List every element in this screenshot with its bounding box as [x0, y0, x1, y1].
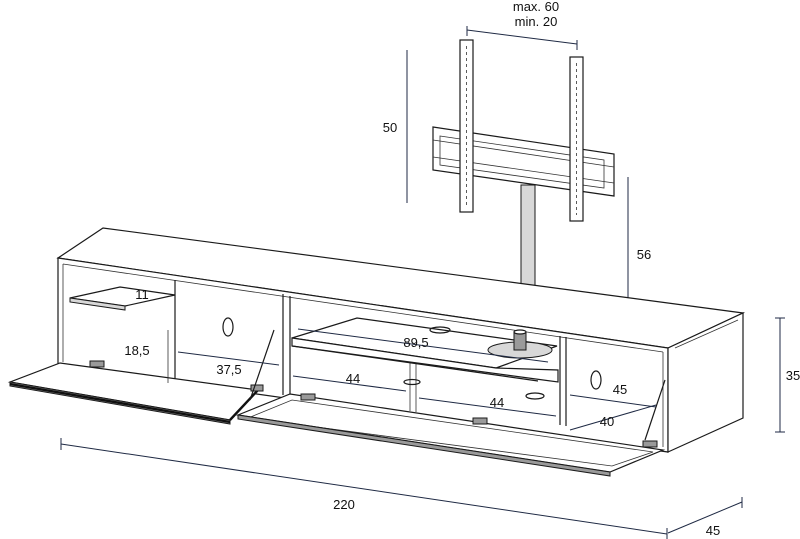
mount-rail-right [569, 56, 584, 222]
cabinet-width-label: 220 [333, 497, 355, 512]
left-shelf-upper-label: 11 [135, 287, 149, 302]
door-stay-left [249, 329, 275, 401]
right-compartment-width-label: 45 [613, 382, 627, 397]
hinge [472, 417, 488, 425]
tv-mount [432, 39, 615, 303]
left-shelf-lower-label: 18,5 [124, 343, 149, 358]
cabinet-height-label: 35 [786, 368, 800, 383]
hinge [300, 393, 316, 401]
mount-pole [520, 184, 536, 300]
cable-hole-right [590, 370, 602, 390]
cable-hole-left [222, 317, 234, 337]
outer-dimensions: 35 220 45 [60, 317, 800, 539]
bracket-height-label: 50 [383, 120, 397, 135]
center-shelf-width-label: 89,5 [403, 335, 428, 350]
pole-height-label: 56 [637, 247, 651, 262]
center-left-width-label: 44 [346, 371, 360, 386]
hinge [89, 360, 105, 368]
door-stay-right [644, 379, 666, 441]
bracket-min-label: min. 20 [515, 14, 558, 29]
mount-crossbar [432, 126, 615, 197]
right-compartment-depth-label: 40 [600, 414, 614, 429]
cabinet-right-side [667, 312, 744, 453]
hinge [250, 384, 264, 392]
cabinet-depth-label: 45 [706, 523, 720, 538]
center-right-width-label: 44 [490, 395, 504, 410]
bracket-max-label: max. 60 [513, 0, 559, 14]
left-inner-width-label: 37,5 [216, 362, 241, 377]
tv-cabinet [7, 227, 746, 477]
bracket-height-dimension: 50 [383, 50, 408, 203]
bracket-width-dimension: max. 60 min. 20 [466, 0, 578, 50]
interior-dimensions: 11 18,5 37,5 89,5 44 44 45 40 [124, 287, 657, 431]
hinge [642, 440, 658, 448]
